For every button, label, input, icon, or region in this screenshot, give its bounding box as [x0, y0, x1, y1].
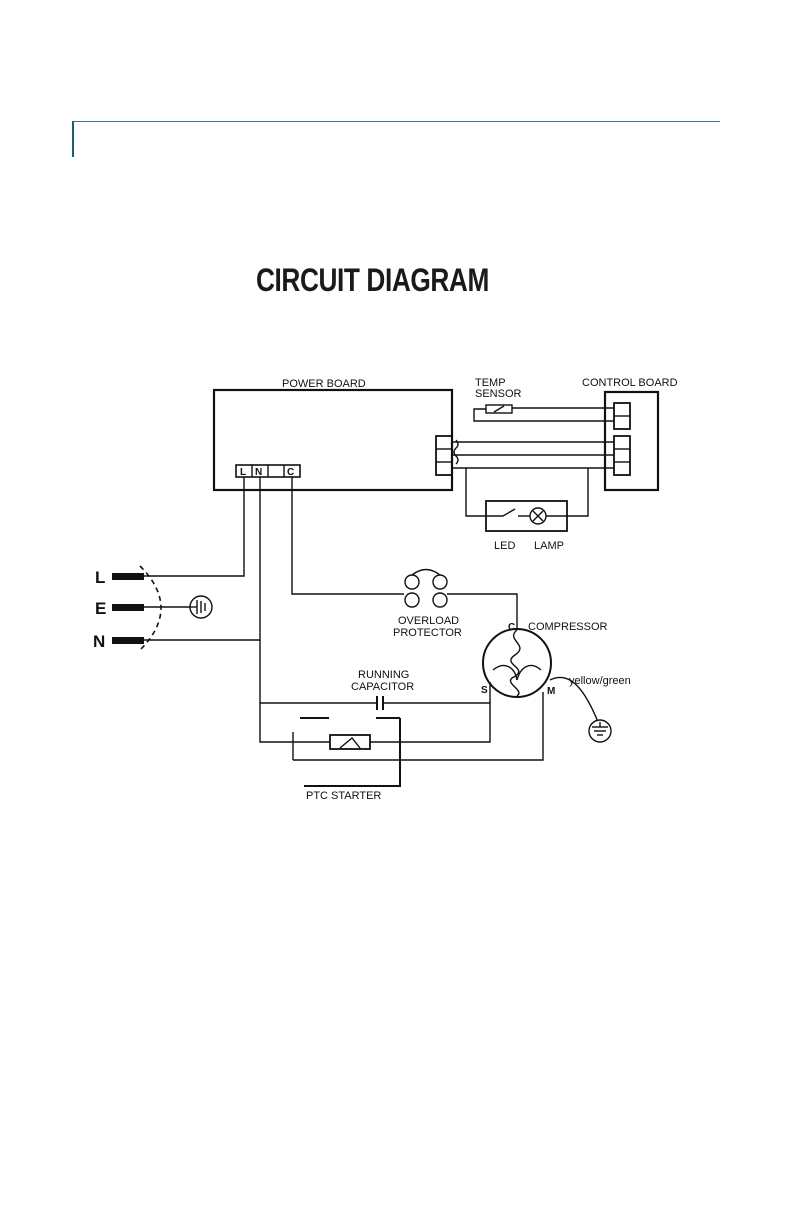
control-board-label: CONTROL BOARD [582, 377, 678, 389]
plug-e-label: E [95, 599, 106, 618]
compressor-c-label: C [508, 622, 515, 633]
power-board-box [214, 390, 452, 490]
control-board-box [605, 392, 658, 490]
overload-protector [405, 570, 447, 608]
ptc-starter [330, 735, 370, 749]
terminal-c-label: C [287, 467, 294, 478]
ptc-starter-label: PTC STARTER [306, 790, 381, 802]
capacitor-label-1: RUNNING [358, 669, 409, 681]
plug-pin-e [112, 604, 144, 611]
plug-l-label: L [95, 568, 105, 587]
overload-label-1: OVERLOAD [398, 615, 459, 627]
terminal-l-label: L [240, 467, 246, 478]
lamp-label: LAMP [534, 540, 564, 552]
ground-wire-label: yellow/green [569, 675, 631, 687]
compressor-icon [483, 629, 551, 697]
terminal-n-label: N [255, 467, 262, 478]
plug-pin-l [112, 573, 144, 580]
compressor-s-label: S [481, 685, 488, 696]
power-board-connector [436, 436, 452, 475]
led-label: LED [494, 540, 515, 552]
control-board-main-connector [614, 436, 630, 475]
capacitor-label-2: CAPACITOR [351, 681, 414, 693]
compressor-label: COMPRESSOR [528, 621, 608, 633]
plug-pin-n [112, 637, 144, 644]
compressor-m-label: M [547, 686, 555, 697]
plug-n-label: N [93, 632, 105, 651]
temp-sensor-label-2: SENSOR [475, 388, 522, 400]
power-board-label: POWER BOARD [282, 378, 366, 390]
overload-label-2: PROTECTOR [393, 627, 462, 639]
